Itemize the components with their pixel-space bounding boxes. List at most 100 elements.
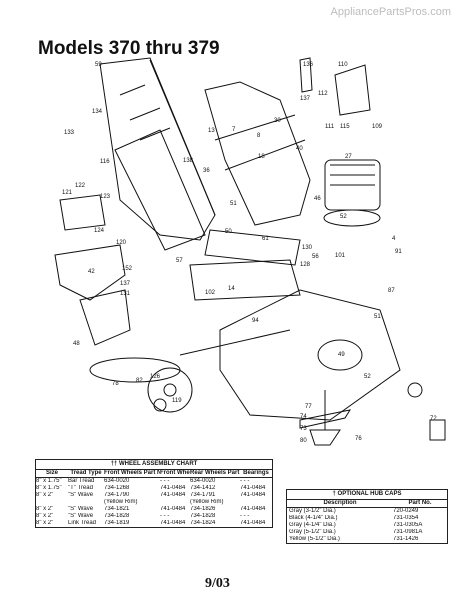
cell: 8" x 2" xyxy=(36,506,54,512)
callout: 122 xyxy=(75,183,86,189)
header-cell: Size xyxy=(45,470,58,476)
callout: 124 xyxy=(94,228,105,234)
cell: (Yellow Rim) xyxy=(190,499,224,505)
cell: 720-0249 xyxy=(393,508,419,514)
callout: 112 xyxy=(318,91,328,97)
callout: 50 xyxy=(225,229,232,235)
callout: 57 xyxy=(176,258,183,264)
callout: 49 xyxy=(338,352,345,358)
callout: 18 xyxy=(258,154,265,160)
cell: "S" Wave xyxy=(68,506,94,512)
callout: 77 xyxy=(305,404,312,410)
callout: 42 xyxy=(88,269,95,275)
header-cell: Front Wheels Part No. xyxy=(104,470,160,476)
cell: "T" Tread xyxy=(68,485,93,491)
callout: 56 xyxy=(312,254,319,260)
cell: (Yellow Rim) xyxy=(104,499,138,505)
callout: 78 xyxy=(112,381,119,387)
cell: - - - xyxy=(240,478,250,484)
cell: 741-0484 xyxy=(240,520,266,526)
cell: 741-0484 xyxy=(160,506,186,512)
header-cell: Front Wheels Bearings xyxy=(160,470,190,476)
callout: 123 xyxy=(100,194,111,200)
cell: 741-0484 xyxy=(240,485,266,491)
grass-bag xyxy=(99,57,216,241)
cell: 634-0020 xyxy=(104,478,130,484)
rear-cover xyxy=(54,244,126,301)
blade xyxy=(299,409,352,429)
callout: 51 xyxy=(374,314,381,320)
hub-caps-title: † OPTIONAL HUB CAPS xyxy=(287,490,447,500)
callout: 91 xyxy=(395,249,402,255)
hub-caps-header: Description Part No. xyxy=(287,500,447,508)
cell: 734-1826 xyxy=(190,506,216,512)
hub-caps-body: Gray (3-1/2" Dia.) 720-0249 Black (4-1/4… xyxy=(287,508,447,543)
cell: 634-0020 xyxy=(190,478,216,484)
optional-hub-caps-table: † OPTIONAL HUB CAPS Description Part No.… xyxy=(286,489,448,544)
callout: 27 xyxy=(345,154,352,160)
cell: Gray (3-1/2" Dia.) xyxy=(289,508,336,514)
cell: 731-0354 xyxy=(393,515,419,521)
callout: 94 xyxy=(252,318,259,324)
callout: 59 xyxy=(95,62,102,68)
callout: 131 xyxy=(120,291,131,297)
callout: 115 xyxy=(340,124,350,130)
callout: 110 xyxy=(338,62,348,68)
cell: 734-1412 xyxy=(190,485,216,491)
cell: 734-1791 xyxy=(190,492,216,498)
cell: - - - xyxy=(160,513,170,519)
cell xyxy=(36,499,68,506)
header-cell: Rear Wheels Part No. xyxy=(190,470,240,476)
callout: 46 xyxy=(314,196,321,202)
drive-belt xyxy=(89,357,181,383)
cell: 8" x 1.75" xyxy=(36,485,62,491)
callout: 130 xyxy=(302,245,313,251)
callout: 134 xyxy=(92,109,103,115)
callout: 102 xyxy=(205,290,216,296)
cell: Gray (4-1/4" Dia.) xyxy=(289,522,336,528)
revision-date: 9/03 xyxy=(205,576,230,591)
callout: 4 xyxy=(392,236,396,242)
cell: 8" x 1.75" xyxy=(36,478,62,484)
cell xyxy=(160,499,190,506)
cell xyxy=(68,499,104,506)
callout: 48 xyxy=(73,341,80,347)
callout: 136 xyxy=(303,62,314,68)
header-cell: Tread Type xyxy=(70,470,102,476)
callout: 8 xyxy=(257,133,261,139)
cell: "S" Wave xyxy=(68,513,94,519)
wheel-chart-header: Size Tread Type Front Wheels Part No. Fr… xyxy=(36,470,272,478)
callout: 74 xyxy=(300,414,307,420)
cell xyxy=(240,499,272,506)
exploded-parts-diagram: 59 134 133 136 110 112 111 115 109 116 1… xyxy=(54,57,446,446)
callout: 7 xyxy=(232,127,236,133)
callout: 111 xyxy=(325,124,335,130)
callout: 137 xyxy=(300,96,311,102)
header-cell: Description xyxy=(323,500,357,506)
callout: 30 xyxy=(274,118,281,124)
cell: Gray (5-1/2" Dia.) xyxy=(289,529,336,535)
callout: 133 xyxy=(64,130,75,136)
callout: 80 xyxy=(300,438,307,444)
callout: 40 xyxy=(296,146,303,152)
callout: 61 xyxy=(262,236,269,242)
cell: 731-0305A xyxy=(393,522,423,528)
cell: 734-1828 xyxy=(190,513,216,519)
cell: 741-0484 xyxy=(240,492,266,498)
cell: 741-0484 xyxy=(160,520,186,526)
page-title: Models 370 thru 379 xyxy=(38,38,220,59)
callout: 109 xyxy=(372,124,383,130)
callout-numbers: 59 134 133 136 110 112 111 115 109 116 1… xyxy=(62,62,437,444)
callout: 138 xyxy=(183,158,194,164)
callout: 121 xyxy=(62,190,73,196)
header-cell: Bearings xyxy=(243,470,269,476)
callout: 76 xyxy=(355,436,362,442)
cell: 734-1828 xyxy=(104,513,130,519)
callout: 82 xyxy=(136,378,143,384)
cell: 8" x 2" xyxy=(36,492,54,498)
bag-handle xyxy=(149,59,216,216)
cell: Link Tread xyxy=(68,520,97,526)
callout: 152 xyxy=(122,266,133,272)
cell: "S" Wave xyxy=(68,492,94,498)
wheel-chart-title: †† WHEEL ASSEMBLY CHART xyxy=(36,460,272,470)
